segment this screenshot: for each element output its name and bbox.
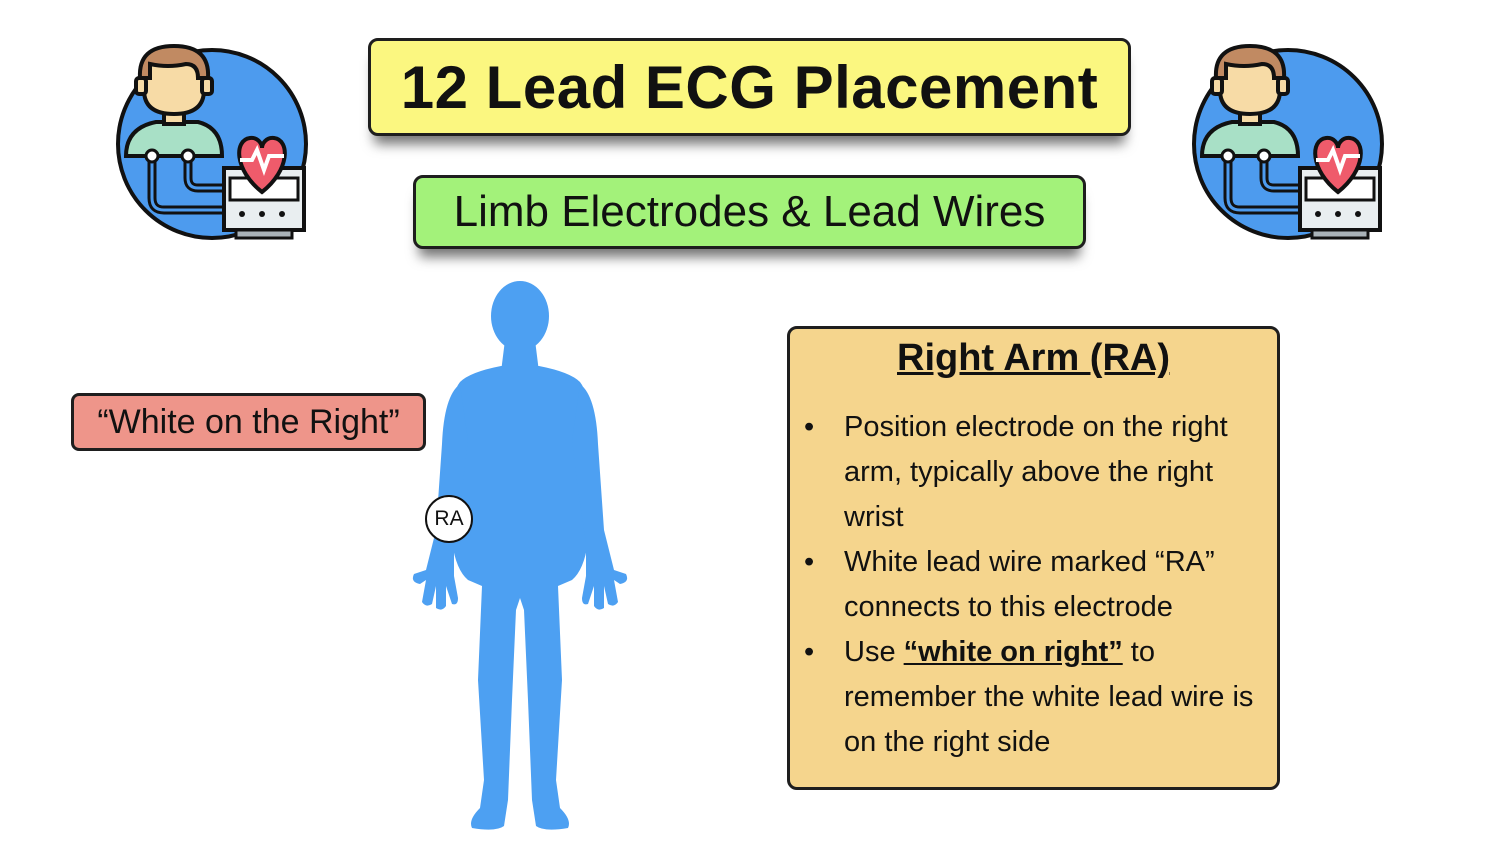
info-heading: Right Arm (RA) [897,337,1170,379]
list-item-text-pre: Use [844,636,904,668]
info-list: • Position electrode on the right arm, t… [804,405,1274,765]
bullet: • [804,636,815,668]
info-panel: Right Arm (RA) • Position electrode on t… [787,326,1280,790]
list-item-text-post: to remember the white lead wire is on th… [844,636,1254,758]
human-body-silhouette-icon [412,281,628,830]
ecg-monitor-patient-icon [116,44,308,240]
title-banner: 12 Lead ECG Placement [368,38,1131,136]
list-item: • Use “white on right” to remember the w… [804,630,1274,765]
mnemonic-highlight: “white on right” [903,636,1123,668]
bullet: • [804,411,815,443]
list-item-text: Position electrode on the right arm, typ… [844,411,1228,533]
list-item: • Position electrode on the right arm, t… [804,405,1274,540]
mnemonic-callout: “White on the Right” [71,393,426,451]
ra-electrode-label: RA [434,507,464,530]
list-item: • White lead wire marked “RA” connects t… [804,540,1274,630]
page-subtitle: Limb Electrodes & Lead Wires [453,187,1046,236]
bullet: • [804,546,815,578]
ecg-monitor-patient-icon [1192,44,1384,240]
subtitle-banner: Limb Electrodes & Lead Wires [413,175,1086,249]
ra-electrode-marker: RA [425,495,473,543]
mnemonic-text: “White on the Right” [97,402,400,441]
page-title: 12 Lead ECG Placement [400,53,1099,121]
list-item-text: White lead wire marked “RA” connects to … [844,546,1215,623]
